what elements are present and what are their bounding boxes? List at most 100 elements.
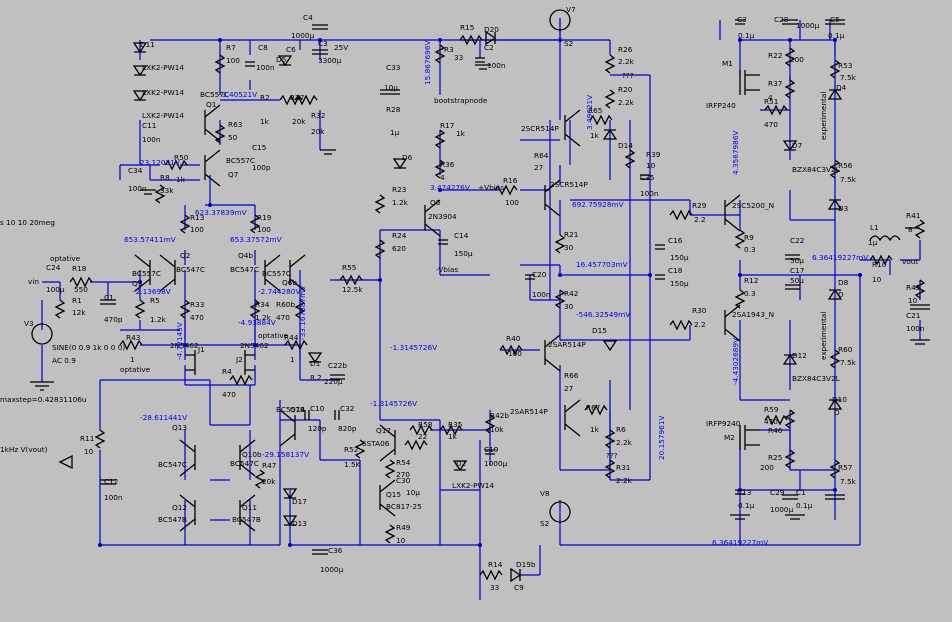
comp-ref: C1: [796, 488, 806, 497]
comp-value: 10µ: [406, 488, 420, 497]
comp-ref: D2: [456, 459, 466, 468]
comp-ref: R23: [392, 185, 407, 194]
node-voltage: 6.36419227mV: [812, 253, 868, 262]
comp-ref: Q17: [376, 426, 391, 435]
net-label-vbias-minus: -Vbias: [436, 265, 458, 274]
comp-value: BC547C: [158, 460, 187, 469]
comp-ref: D13: [292, 519, 307, 528]
comp-value: 50µ: [790, 276, 804, 285]
comp-value: 100n: [128, 184, 147, 193]
comp-ref: R45: [906, 283, 920, 292]
comp-value: 2.2k: [616, 438, 633, 447]
comp-ref: R37: [768, 79, 783, 88]
node-voltage: -33.167887mV: [298, 286, 307, 340]
comp-ref: R25: [768, 453, 782, 462]
comp-ref: D7: [792, 141, 803, 150]
comp-value: 1000µ: [484, 459, 508, 468]
comp-ref: M1: [722, 59, 733, 68]
comp-ref: C12: [104, 477, 118, 486]
label-unknown: ???: [622, 71, 634, 80]
comp-value: LXK2-PW14: [452, 481, 494, 490]
comp-ref: C36: [328, 546, 343, 555]
node-voltage: 15.867696V: [423, 41, 432, 85]
comp-ref: V7: [566, 5, 576, 14]
comp-value: 12.5k: [342, 285, 363, 294]
comp-ref: Q2: [180, 251, 190, 260]
comp-ref: R53: [838, 61, 853, 70]
comp-value: 150µ: [670, 253, 689, 262]
comp-value: D: [838, 290, 844, 299]
comp-ref: R17: [440, 121, 455, 130]
comp-ref: D6: [402, 153, 413, 162]
comp-value: BC557C: [226, 156, 255, 165]
comp-ref: R54: [396, 458, 411, 467]
comp-value: 7.5k: [840, 477, 857, 486]
source-ac-spec: AC 0.9: [52, 356, 76, 365]
node-voltage: -1.3145726V: [370, 399, 417, 408]
comp-value: 100: [190, 225, 204, 234]
comp-value: 620: [392, 244, 406, 253]
comp-value: 2.2k: [616, 476, 633, 485]
comp-value: BC547B: [158, 515, 187, 524]
comp-value: 0.3: [744, 245, 756, 254]
comp-value: 20k: [262, 477, 276, 486]
node-voltage: 3.40521V: [222, 90, 257, 99]
comp-ref: R32: [311, 111, 325, 120]
comp-value: 1k: [260, 117, 270, 126]
comp-value: 0.1µ: [738, 31, 755, 40]
comp-ref: 2SA1943_N: [732, 310, 774, 319]
comp-value: BC547B: [232, 515, 261, 524]
comp-value: 4: [768, 93, 773, 102]
comp-ref: 2SC5200_N: [732, 201, 774, 210]
comp-value: 10: [396, 536, 406, 545]
comp-value: 8: [908, 225, 913, 234]
comp-value: 10: [84, 447, 94, 456]
comp-ref: LXK2-PW14: [142, 63, 184, 72]
label-unknown: ???: [606, 451, 618, 460]
comp-value: 20k: [311, 127, 325, 136]
node-voltage: -4.4302689V: [731, 338, 740, 385]
comp-value: 200: [760, 463, 774, 472]
node-voltage: 623.37839mV: [195, 208, 247, 217]
comp-ref: R67: [586, 403, 601, 412]
comp-ref: R22: [768, 51, 782, 60]
comp-value: 20k: [292, 117, 306, 126]
comp-ref: C28: [774, 15, 789, 24]
comp-ref: R60: [838, 345, 853, 354]
comp-ref: Q5: [132, 279, 142, 288]
comp-ref: C33: [386, 63, 401, 72]
comp-ref: 25V: [334, 43, 348, 52]
comp-ref: V3: [24, 319, 34, 328]
label-optative: optative: [258, 331, 289, 340]
comp-value: 220µ: [324, 377, 343, 386]
comp-ref: V8: [540, 489, 550, 498]
comp-ref: R1: [72, 296, 82, 305]
comp-ref: R56: [838, 161, 853, 170]
comp-ref: Q11: [242, 503, 257, 512]
sim-directive: 1kHz V(vout): [0, 445, 48, 454]
comp-ref: LXK2-PW14: [142, 88, 184, 97]
comp-ref: 2SAR514P: [510, 407, 548, 416]
comp-ref: R51: [764, 97, 778, 106]
comp-ref: R50: [174, 153, 189, 162]
comp-ref: R60b: [276, 300, 295, 309]
comp-value: 1.2k: [255, 313, 272, 322]
comp-value: 150µ: [670, 279, 689, 288]
comp-value: 470p: [104, 315, 123, 324]
source-sine-spec: SINE(0 0.9 1k 0 0 0): [52, 343, 125, 352]
comp-ref: D1: [310, 359, 320, 368]
node-voltage: 6.36419227mV: [712, 538, 768, 547]
comp-value: 470: [764, 120, 778, 129]
comp-ref: C18: [668, 266, 683, 275]
comp-ref: D10: [832, 395, 847, 404]
node-voltage: -4.93884V: [238, 318, 276, 327]
comp-ref: R49: [396, 523, 411, 532]
node-voltage: -2.13698V: [133, 287, 171, 296]
comp-ref: R11: [80, 434, 94, 443]
comp-ref: C15: [252, 143, 266, 152]
comp-ref: D4: [836, 83, 847, 92]
text-labels: C4 1000µ C6 C3 3300µ 25V R3 R15 33 D20 C…: [0, 5, 925, 592]
comp-value: 2N3904: [428, 212, 457, 221]
comp-value: 1.2k: [392, 198, 409, 207]
comp-ref: C9: [514, 583, 524, 592]
